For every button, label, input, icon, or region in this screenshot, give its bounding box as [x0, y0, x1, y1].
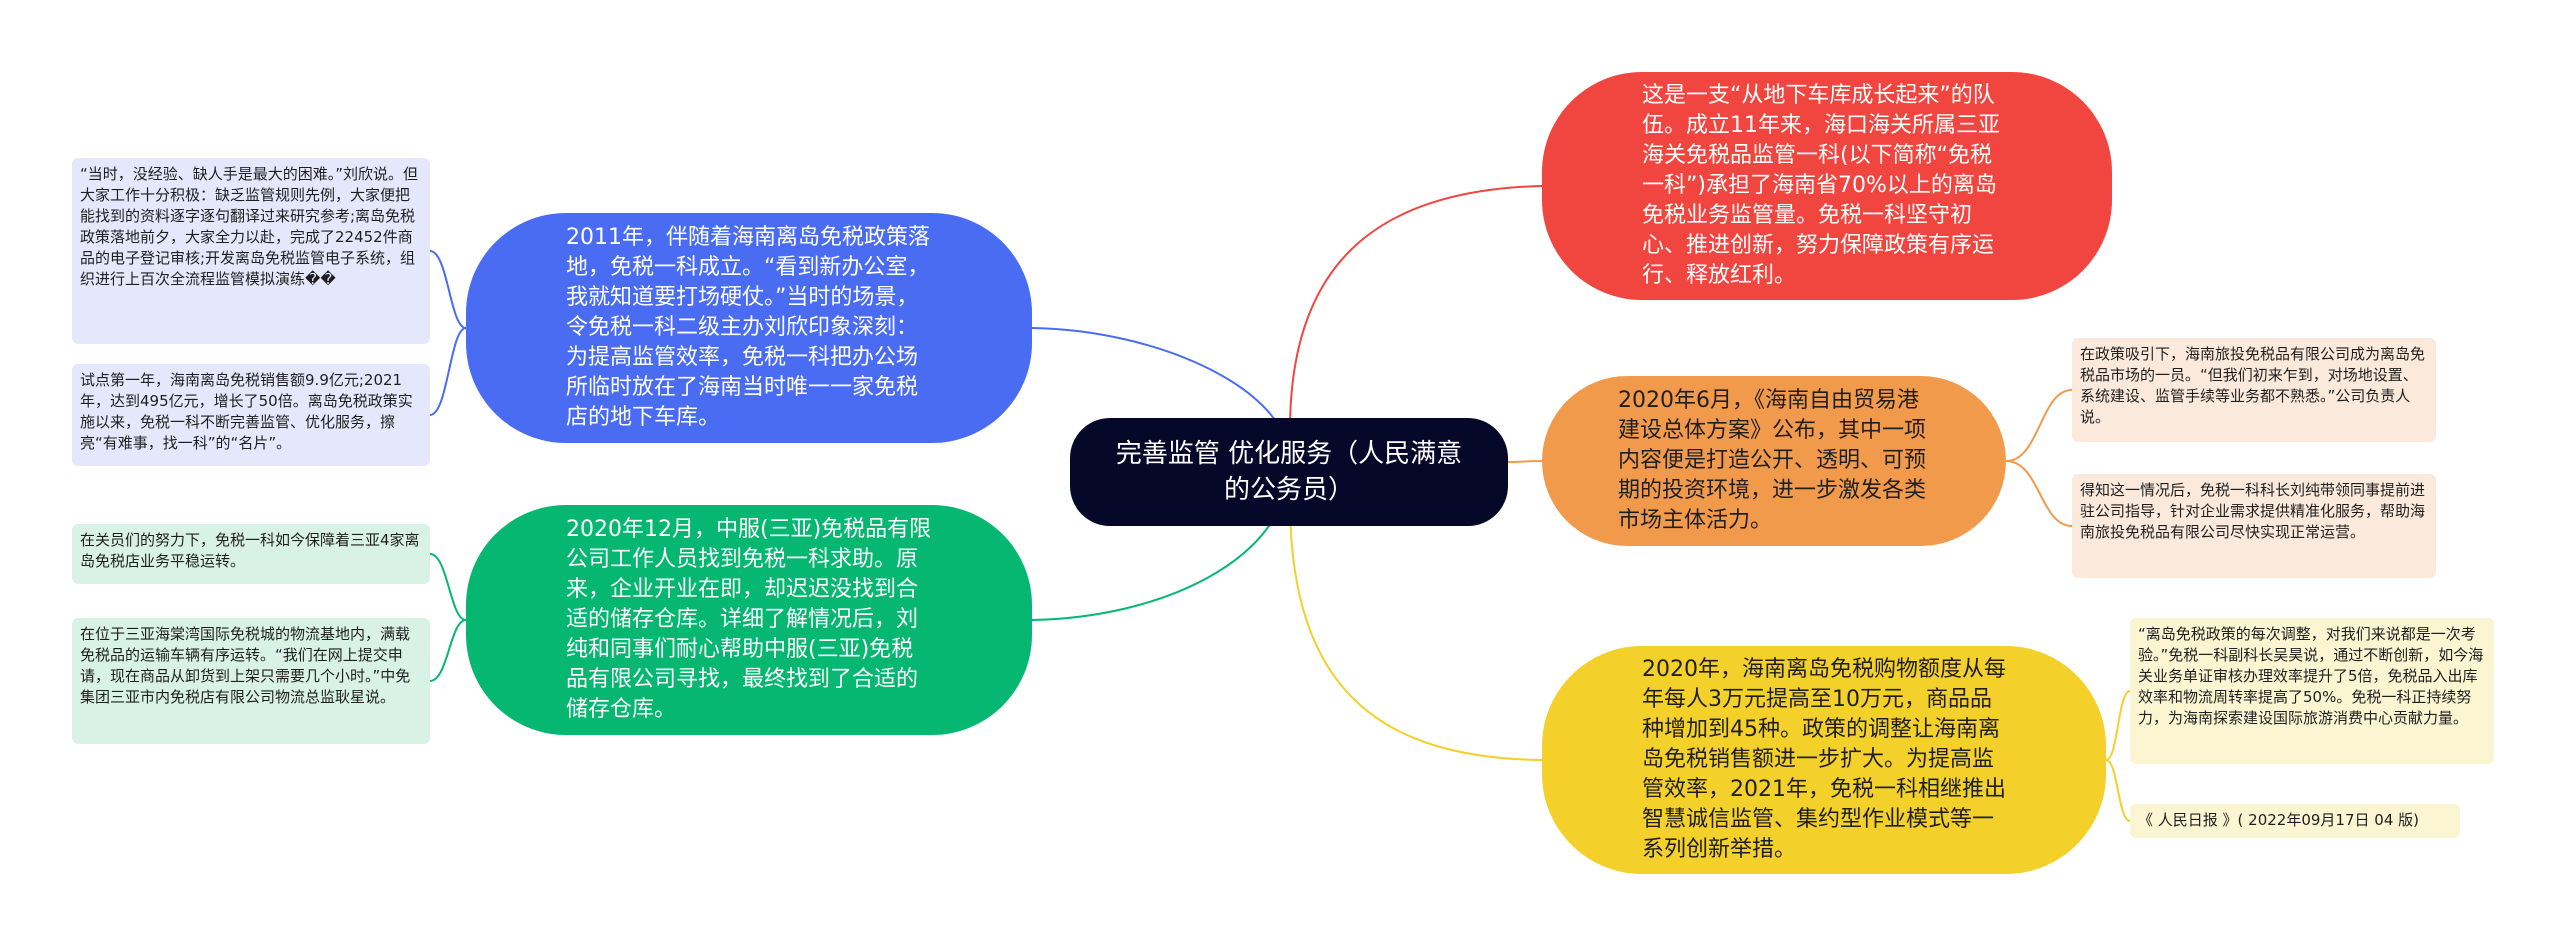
connector-red [1289, 185, 1543, 431]
connector-orange [1507, 460, 1543, 463]
connector-green-leaf-1 [429, 553, 467, 621]
connector-yellow-leaf-1 [2105, 690, 2131, 761]
leaf-orange-2-text: 得知这一情况后，免税一科科长刘纯带领同事提前进驻公司指导，针对企业需求提供精准化… [2080, 481, 2426, 541]
branch-blue-text: 2011年，伴随着海南离岛免税政策落地，免税一科成立。“看到新办公室，我就知道要… [566, 225, 930, 430]
leaf-blue-2[interactable]: 试点第一年，海南离岛免税销售额9.9亿元;2021年，达到495亿元，增长了50… [72, 364, 430, 466]
branch-topic-orange[interactable]: 2020年6月，《海南自由贸易港建设总体方案》公布，其中一项内容便是打造公开、透… [1542, 376, 2006, 546]
leaf-orange-1[interactable]: 在政策吸引下，海南旅投免税品有限公司成为离岛免税品市场的一员。“但我们初来乍到，… [2072, 338, 2436, 442]
leaf-blue-1[interactable]: “当时，没经验、缺人手是最大的困难。”刘欣说。但大家工作十分积极：缺乏监管规则先… [72, 158, 430, 344]
leaf-green-1[interactable]: 在关员们的努力下，免税一科如今保障着三亚4家离岛免税店业务平稳运转。 [72, 524, 430, 584]
connector-yellow [1289, 499, 1543, 761]
leaf-yellow-1-text: “离岛免税政策的每次调整，对我们来说都是一次考验。”免税一科副科长吴昊说，通过不… [2138, 625, 2484, 727]
leaf-green-2-text: 在位于三亚海棠湾国际免税城的物流基地内，满载免税品的运输车辆有序运转。“我们在网… [80, 625, 411, 706]
leaf-yellow-1[interactable]: “离岛免税政策的每次调整，对我们来说都是一次考验。”免税一科副科长吴昊说，通过不… [2130, 618, 2494, 764]
leaf-blue-1-text: “当时，没经验、缺人手是最大的困难。”刘欣说。但大家工作十分积极：缺乏监管规则先… [80, 165, 419, 288]
leaf-yellow-source[interactable]: 《 人民日报 》( 2022年09月17日 04 版) [2130, 804, 2460, 838]
leaf-blue-2-text: 试点第一年，海南离岛免税销售额9.9亿元;2021年，达到495亿元，增长了50… [80, 371, 413, 452]
leaf-green-2[interactable]: 在位于三亚海棠湾国际免税城的物流基地内，满载免税品的运输车辆有序运转。“我们在网… [72, 618, 430, 744]
connector-green-leaf-2 [429, 619, 467, 682]
branch-topic-yellow[interactable]: 2020年，海南离岛免税购物额度从每年每人3万元提高至10万元，商品品种增加到4… [1542, 646, 2106, 874]
branch-orange-text: 2020年6月，《海南自由贸易港建设总体方案》公布，其中一项内容便是打造公开、透… [1618, 388, 1927, 533]
connector-orange-leaf-2 [2005, 460, 2073, 527]
leaf-orange-2[interactable]: 得知这一情况后，免税一科科长刘纯带领同事提前进驻公司指导，针对企业需求提供精准化… [2072, 474, 2436, 578]
connector-orange-leaf-1 [2005, 389, 2073, 462]
branch-green-text: 2020年12月，中服(三亚)免税品有限公司工作人员找到免税一科求助。原来，企业… [566, 517, 932, 722]
leaf-green-1-text: 在关员们的努力下，免税一科如今保障着三亚4家离岛免税店业务平稳运转。 [80, 531, 420, 570]
branch-red-text: 这是一支“从地下车库成长起来”的队伍。成立11年来，海口海关所属三亚海关免税品监… [1642, 83, 2000, 288]
leaf-orange-1-text: 在政策吸引下，海南旅投免税品有限公司成为离岛免税品市场的一员。“但我们初来乍到，… [2080, 345, 2426, 426]
leaf-yellow-source-text: 《 人民日报 》( 2022年09月17日 04 版) [2138, 811, 2419, 829]
branch-topic-green[interactable]: 2020年12月，中服(三亚)免税品有限公司工作人员找到免税一科求助。原来，企业… [466, 505, 1032, 735]
connector-blue-leaf-1 [429, 250, 467, 329]
branch-topic-red[interactable]: 这是一支“从地下车库成长起来”的队伍。成立11年来，海口海关所属三亚海关免税品监… [1542, 72, 2112, 300]
connector-yellow-leaf-2 [2105, 759, 2131, 822]
central-topic-label: 完善监管 优化服务（人民满意的公务员） [1115, 439, 1463, 505]
central-topic[interactable]: 完善监管 优化服务（人民满意的公务员） [1070, 418, 1508, 526]
connector-blue-leaf-2 [429, 327, 467, 416]
branch-yellow-text: 2020年，海南离岛免税购物额度从每年每人3万元提高至10万元，商品品种增加到4… [1642, 657, 2006, 862]
branch-topic-blue[interactable]: 2011年，伴随着海南离岛免税政策落地，免税一科成立。“看到新办公室，我就知道要… [466, 213, 1032, 443]
